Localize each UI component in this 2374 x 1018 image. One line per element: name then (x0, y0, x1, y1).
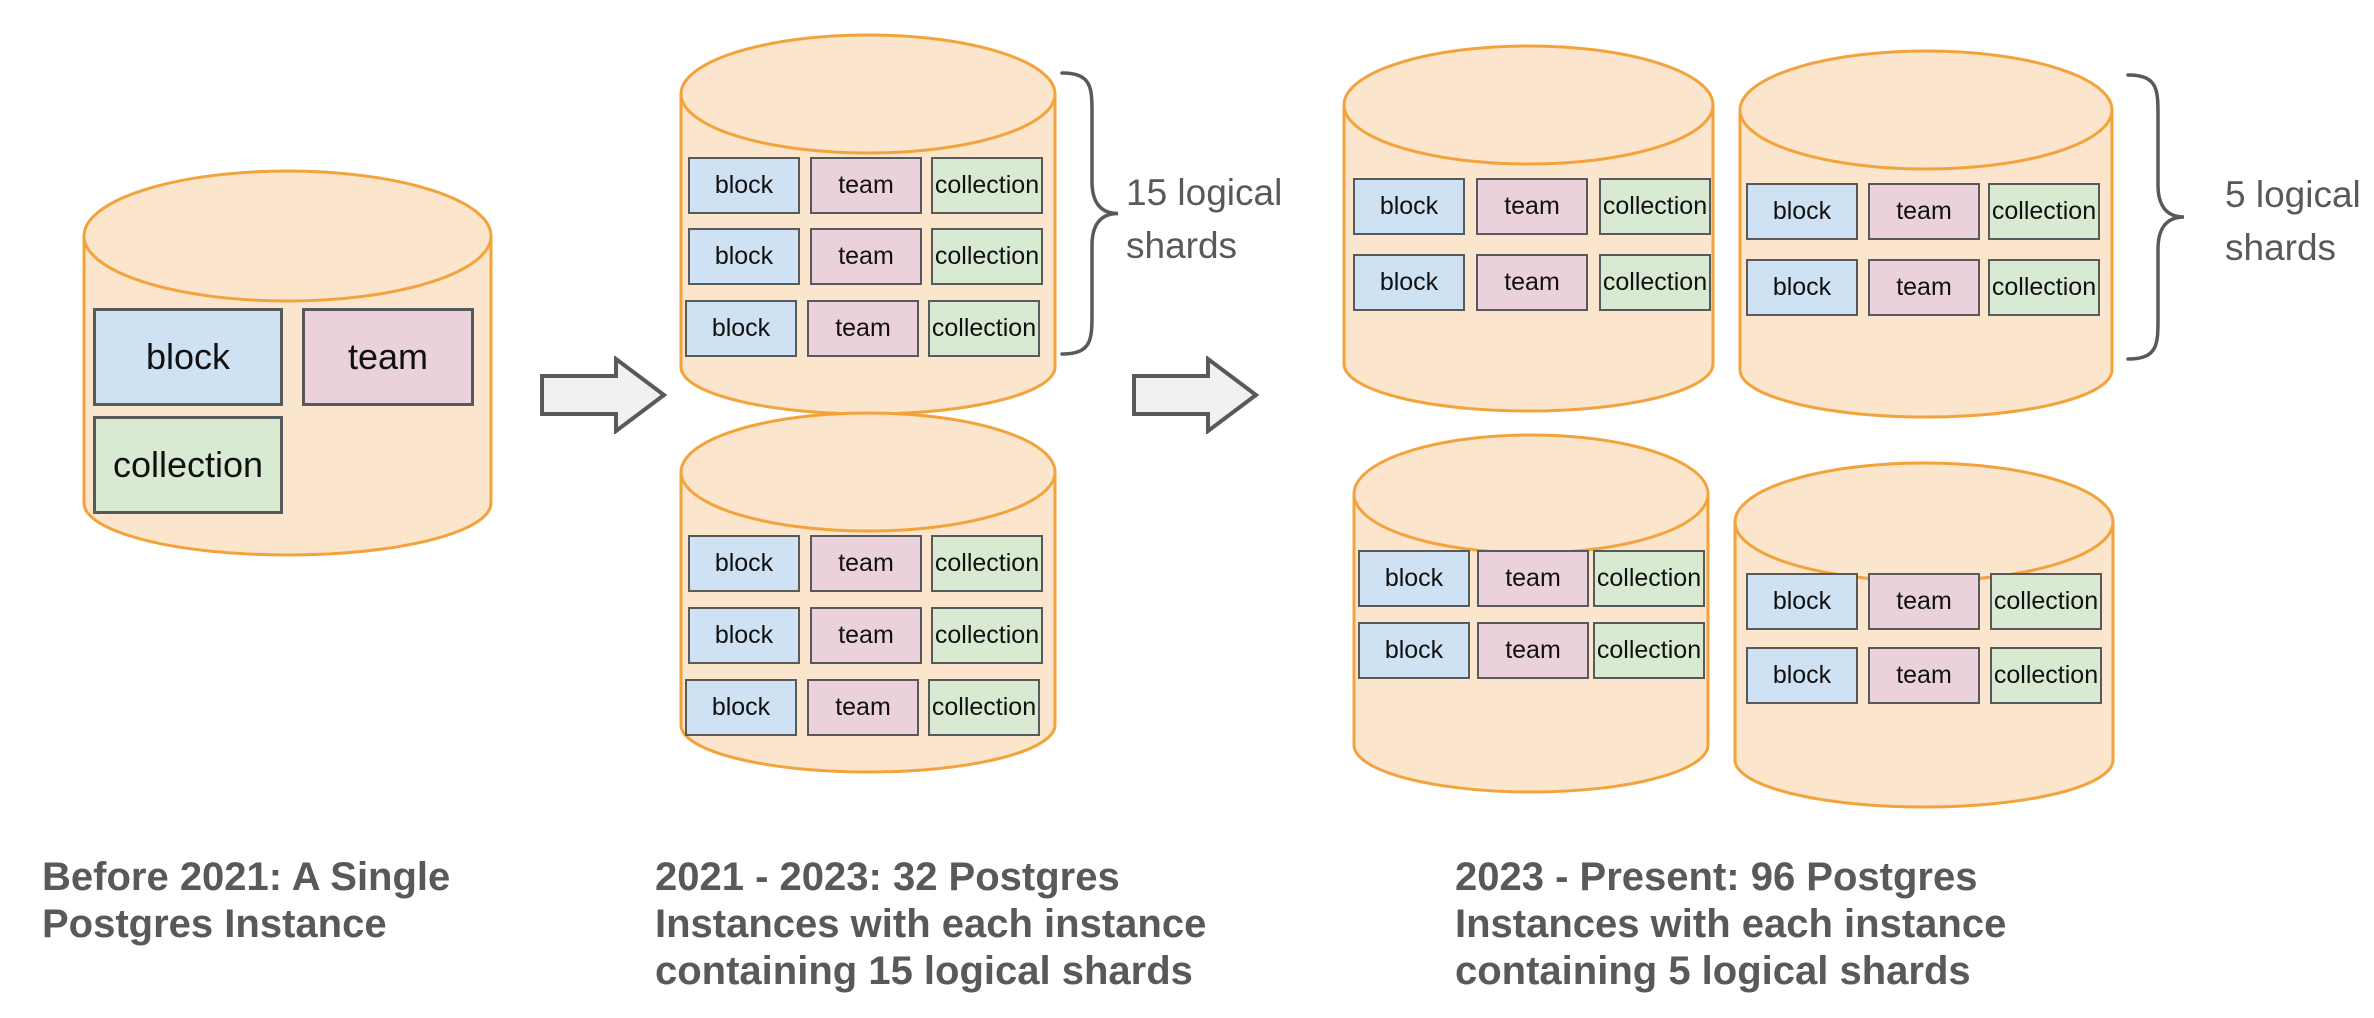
table-box-team: team (810, 228, 922, 285)
caption-line: containing 5 logical shards (1455, 949, 1971, 993)
table-box-team: team (810, 607, 922, 664)
arrow-2021-to-2023-icon (1132, 356, 1259, 434)
table-box-collection: collection (1599, 254, 1711, 311)
table-box-team: team (810, 157, 922, 214)
table-box-collection: collection (931, 228, 1043, 285)
arrow-before-to-2021-icon (540, 356, 667, 434)
table-box-collection: collection (931, 157, 1043, 214)
table-box-block: block (1358, 550, 1470, 607)
shard-count-line: 5 logical (2225, 174, 2361, 215)
brace-15-shards-icon (1060, 71, 1119, 356)
table-box-block: block (1358, 622, 1470, 679)
table-box-block: block (688, 607, 800, 664)
table-box-team: team (1868, 573, 1980, 630)
table-box-collection: collection (93, 416, 283, 514)
table-box-team: team (1868, 647, 1980, 704)
table-box-block: block (688, 535, 800, 592)
table-box-block: block (93, 308, 283, 406)
table-box-collection: collection (1593, 550, 1705, 607)
caption-line: Instances with each instance (655, 902, 1207, 946)
table-box-team: team (1476, 178, 1588, 235)
table-box-collection: collection (1988, 183, 2100, 240)
caption-line: 2021 - 2023: 32 Postgres (655, 855, 1120, 899)
table-box-collection: collection (1988, 259, 2100, 316)
caption-line: 2023 - Present: 96 Postgres (1455, 855, 1978, 899)
table-box-team: team (807, 300, 919, 357)
table-box-team: team (1868, 259, 1980, 316)
table-box-team: team (1868, 183, 1980, 240)
table-box-collection: collection (1990, 647, 2102, 704)
table-box-block: block (1746, 183, 1858, 240)
table-box-team: team (807, 679, 919, 736)
table-box-team: team (1477, 550, 1589, 607)
shard-count-line: 15 logical (1126, 172, 1283, 213)
table-box-collection: collection (931, 535, 1043, 592)
database-cylinder-icon (1733, 461, 2115, 809)
database-cylinder-icon (679, 33, 1057, 416)
table-box-team: team (302, 308, 474, 406)
caption-line: Postgres Instance (42, 902, 387, 946)
table-box-block: block (1746, 573, 1858, 630)
table-box-collection: collection (1593, 622, 1705, 679)
caption-line: Before 2021: A Single (42, 855, 451, 899)
table-box-collection: collection (928, 679, 1040, 736)
shard-count-line: shards (2225, 227, 2337, 268)
table-box-block: block (1746, 259, 1858, 316)
table-box-block: block (1353, 254, 1465, 311)
table-box-collection: collection (1990, 573, 2102, 630)
table-box-team: team (1476, 254, 1588, 311)
table-box-block: block (688, 228, 800, 285)
table-box-collection: collection (928, 300, 1040, 357)
table-box-block: block (688, 157, 800, 214)
caption-line: containing 15 logical shards (655, 949, 1193, 993)
table-box-block: block (1746, 647, 1858, 704)
brace-5-shards-icon (2126, 73, 2185, 361)
table-box-collection: collection (1599, 178, 1711, 235)
table-box-team: team (810, 535, 922, 592)
table-box-team: team (1477, 622, 1589, 679)
shard-count-line: shards (1126, 225, 1238, 266)
brace-15-shards-label: 15 logical shards (1126, 166, 1282, 272)
table-box-collection: collection (931, 607, 1043, 664)
brace-5-shards-label: 5 logical shards (2225, 168, 2361, 274)
table-box-block: block (685, 300, 797, 357)
table-box-block: block (685, 679, 797, 736)
database-cylinder-icon (1352, 433, 1710, 794)
table-box-block: block (1353, 178, 1465, 235)
caption-line: Instances with each instance (1455, 902, 2007, 946)
